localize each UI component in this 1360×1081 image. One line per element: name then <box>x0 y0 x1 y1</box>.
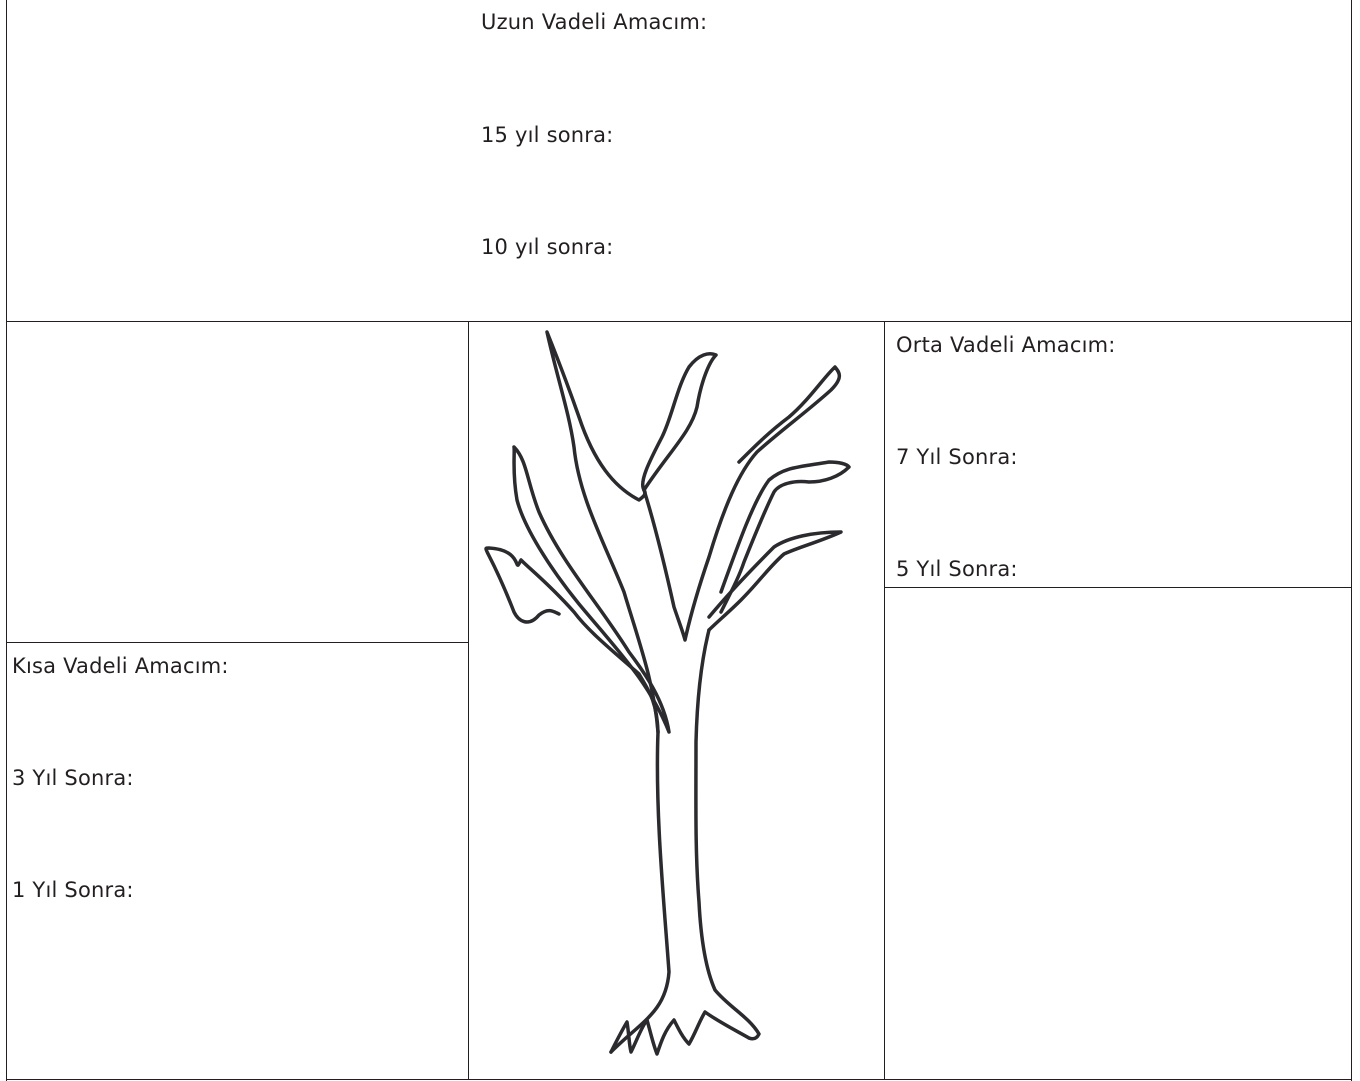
short-term-1-year-label: 1 Yıl Sonra: <box>12 878 134 902</box>
short-term-box-top <box>6 642 468 643</box>
tree-roots <box>609 1010 751 1056</box>
column-divider-left <box>468 321 469 1080</box>
trunk-left-edge <box>484 546 671 1054</box>
trunk-inner-left <box>545 330 660 734</box>
tree-drawing <box>484 330 851 1056</box>
mid-term-5-years-label: 5 Yıl Sonra: <box>896 557 1018 581</box>
long-term-goal-title: Uzun Vadeli Amacım: <box>481 10 708 34</box>
outer-border-left <box>6 0 7 1081</box>
mid-term-goal-title: Orta Vadeli Amacım: <box>896 333 1116 357</box>
short-term-3-years-label: 3 Yıl Sonra: <box>12 766 134 790</box>
trunk-right-edge <box>694 628 761 1041</box>
branch-left-lower <box>512 445 671 734</box>
branch-right-upper <box>719 460 851 614</box>
outer-border-bottom <box>6 1079 1352 1080</box>
trunk-center-fork <box>642 365 842 642</box>
column-divider-right <box>884 321 885 1080</box>
row-divider <box>6 321 1352 322</box>
long-term-15-years-label: 15 yıl sonra: <box>481 123 614 147</box>
branch-right-lower <box>707 530 843 632</box>
mid-term-box-bottom <box>884 587 1352 588</box>
long-term-10-years-label: 10 yıl sonra: <box>481 235 614 259</box>
branch-upper-center <box>641 352 718 492</box>
mid-term-7-years-label: 7 Yıl Sonra: <box>896 445 1018 469</box>
short-term-goal-title: Kısa Vadeli Amacım: <box>12 654 229 678</box>
outer-border-right <box>1351 0 1352 1081</box>
